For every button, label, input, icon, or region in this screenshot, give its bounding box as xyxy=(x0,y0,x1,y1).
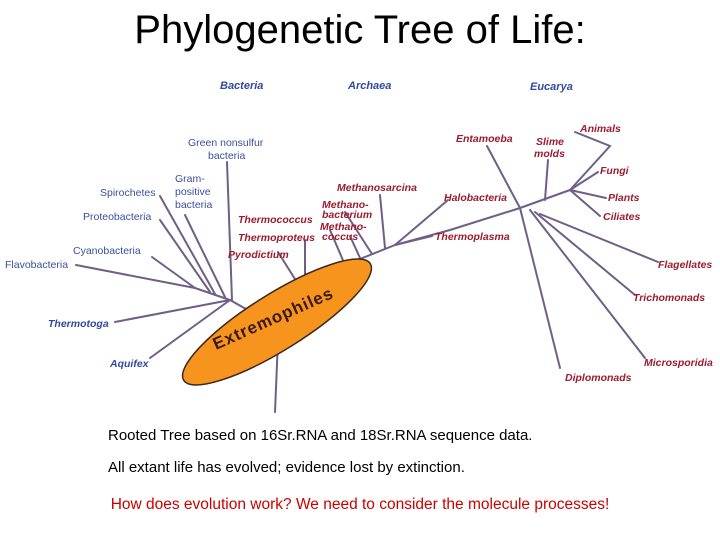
label-methanobacterium-line2: bacterium xyxy=(322,209,372,221)
label-methanococcus-line2: coccus xyxy=(322,231,358,243)
label-methanosarcina: Methanosarcina xyxy=(337,182,417,194)
diplomonads-branch xyxy=(519,207,561,369)
animals-branch xyxy=(569,131,612,191)
label-plants: Plants xyxy=(608,192,640,204)
aquifex-branch xyxy=(149,299,231,359)
flavobacteria-branch xyxy=(75,264,231,301)
label-trichomonads: Trichomonads xyxy=(633,292,705,304)
label-diplomonads: Diplomonads xyxy=(565,372,632,384)
spirochetes-branch xyxy=(159,195,216,295)
microsporidia-branch xyxy=(529,209,646,359)
methanococcus-branch xyxy=(349,235,361,259)
flagellates-branch xyxy=(539,213,659,263)
page-title: Phylogenetic Tree of Life: xyxy=(134,8,586,52)
discussion-question: How does evolution work? We need to cons… xyxy=(110,496,610,513)
ciliates-branch xyxy=(569,189,601,217)
label-thermococcus: Thermococcus xyxy=(238,214,313,226)
fungi-branch xyxy=(569,171,599,191)
label-thermoplasma: Thermoplasma xyxy=(435,231,510,243)
label-flavobacteria: Flavobacteria xyxy=(5,259,68,271)
trichomonads-branch xyxy=(534,211,636,296)
green-nonsulfur-branch xyxy=(226,161,233,301)
label-methanococcus-line1: Methano- xyxy=(320,221,367,233)
gram-positive-branch xyxy=(184,214,226,298)
label-methanobacterium-line1: Methano- xyxy=(322,199,369,211)
caption-line1: Rooted Tree based on 16Sr.RNA and 18Sr.R… xyxy=(108,427,533,444)
label-thermotoga: Thermotoga xyxy=(48,318,109,330)
label-entamoeba: Entamoeba xyxy=(456,133,513,145)
label-proteobacteria: Proteobacteria xyxy=(83,211,151,223)
label-green-nonsulfur-line2: bacteria xyxy=(208,150,246,162)
label-flagellates: Flagellates xyxy=(658,259,712,271)
label-aquifex: Aquifex xyxy=(109,358,150,370)
label-gram-positive-line3: bacteria xyxy=(175,199,213,211)
label-slime-molds-line1: Slime xyxy=(536,136,564,148)
label-slime-molds-line2: molds xyxy=(534,148,565,160)
domain-label-eucarya: Eucarya xyxy=(530,81,573,93)
thermococcus-branch xyxy=(329,229,346,266)
phylogenetic-tree-diagram: Extremophiles Bacteria Archaea Eucarya G… xyxy=(5,80,713,413)
label-fungi: Fungi xyxy=(600,165,630,177)
domain-label-bacteria: Bacteria xyxy=(220,80,263,92)
methanosarcina-branch xyxy=(379,194,386,249)
label-microsporidia: Microsporidia xyxy=(644,357,713,369)
label-spirochetes: Spirochetes xyxy=(100,187,155,199)
plants-branch xyxy=(569,189,607,199)
entamoeba-branch xyxy=(486,145,521,209)
domain-label-archaea: Archaea xyxy=(347,80,391,92)
label-cyanobacteria: Cyanobacteria xyxy=(73,245,141,257)
slime-molds-branch xyxy=(544,159,549,201)
label-halobacteria: Halobacteria xyxy=(444,192,507,204)
label-ciliates: Ciliates xyxy=(603,211,641,223)
halobacteria-branch xyxy=(394,199,449,246)
label-gram-positive-line1: Gram- xyxy=(175,173,205,185)
extremophiles-highlight-ellipse xyxy=(181,258,373,386)
label-pyrodictium: Pyrodictium xyxy=(228,249,289,261)
caption-line2: All extant life has evolved; evidence lo… xyxy=(108,459,465,476)
thermoplasma-branch xyxy=(394,235,433,246)
label-green-nonsulfur-line1: Green nonsulfur xyxy=(188,137,264,149)
label-animals: Animals xyxy=(579,123,621,135)
cyanobacteria-branch xyxy=(151,256,196,289)
proteobacteria-branch xyxy=(159,219,211,293)
thermotoga-branch xyxy=(114,299,231,323)
methanobacterium-branch xyxy=(344,211,373,255)
label-gram-positive-line2: positive xyxy=(175,186,211,198)
label-thermoproteus: Thermoproteus xyxy=(238,232,315,244)
